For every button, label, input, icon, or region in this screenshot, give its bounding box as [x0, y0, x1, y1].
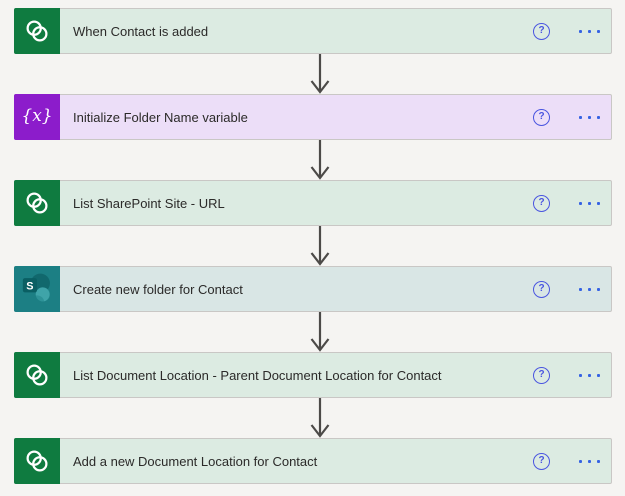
step-title: Create new folder for Contact: [73, 281, 243, 297]
flow-step-card[interactable]: List Document Location - Parent Document…: [14, 352, 612, 398]
flow-step: S Create new folder for Contact ?: [14, 266, 612, 312]
sharepoint-logo: S: [22, 273, 50, 302]
dataverse-rings: [26, 20, 48, 42]
connector-arrow: [14, 226, 625, 266]
step-actions: ?: [533, 452, 602, 470]
dataverse-icon: [14, 180, 60, 226]
more-options-icon[interactable]: [577, 197, 602, 210]
flow-step: When Contact is added ?: [14, 8, 612, 54]
variable-glyph: {x}: [21, 105, 53, 126]
flow-step-card[interactable]: S Create new folder for Contact ?: [14, 266, 612, 312]
help-icon[interactable]: ?: [533, 22, 550, 40]
step-actions: ?: [533, 194, 602, 212]
flow-step-card[interactable]: When Contact is added ?: [14, 8, 612, 54]
dataverse-rings: [26, 364, 48, 386]
help-icon[interactable]: ?: [533, 194, 550, 212]
step-actions: ?: [533, 22, 602, 40]
more-options-icon[interactable]: [577, 283, 602, 296]
help-icon[interactable]: ?: [533, 108, 550, 126]
step-title: When Contact is added: [73, 23, 209, 39]
dataverse-icon: [14, 438, 60, 484]
help-icon[interactable]: ?: [533, 366, 550, 384]
arrow-down-icon: [310, 226, 329, 266]
arrow-down-icon: [310, 312, 329, 352]
dataverse-icon: [14, 8, 60, 54]
step-title: List SharePoint Site - URL: [73, 195, 225, 211]
help-icon[interactable]: ?: [533, 452, 550, 470]
more-options-icon[interactable]: [577, 369, 602, 382]
svg-text:S: S: [26, 280, 33, 292]
flow-step: List Document Location - Parent Document…: [14, 352, 612, 398]
step-actions: ?: [533, 280, 602, 298]
more-options-icon[interactable]: [577, 111, 602, 124]
connector-arrow: [14, 140, 625, 180]
connector-arrow: [14, 312, 625, 352]
variable-icon: {x}: [14, 94, 60, 140]
sharepoint-icon: S: [14, 266, 60, 312]
flow-step: Add a new Document Location for Contact …: [14, 438, 612, 484]
flow-step: List SharePoint Site - URL ?: [14, 180, 612, 226]
step-actions: ?: [533, 366, 602, 384]
more-options-icon[interactable]: [577, 455, 602, 468]
help-icon[interactable]: ?: [533, 280, 550, 298]
step-actions: ?: [533, 108, 602, 126]
step-title: Initialize Folder Name variable: [73, 109, 248, 125]
step-title: List Document Location - Parent Document…: [73, 367, 442, 383]
more-options-icon[interactable]: [577, 25, 602, 38]
arrow-down-icon: [310, 398, 329, 438]
flow-step-card[interactable]: Add a new Document Location for Contact …: [14, 438, 612, 484]
arrow-down-icon: [310, 140, 329, 180]
flow-step-card[interactable]: List SharePoint Site - URL ?: [14, 180, 612, 226]
arrow-down-icon: [310, 54, 329, 94]
flow-step-card[interactable]: {x} Initialize Folder Name variable ?: [14, 94, 612, 140]
connector-arrow: [14, 54, 625, 94]
flow-step: {x} Initialize Folder Name variable ?: [14, 94, 612, 140]
dataverse-icon: [14, 352, 60, 398]
dataverse-rings: [26, 450, 48, 472]
dataverse-rings: [26, 192, 48, 214]
step-title: Add a new Document Location for Contact: [73, 453, 318, 469]
connector-arrow: [14, 398, 625, 438]
